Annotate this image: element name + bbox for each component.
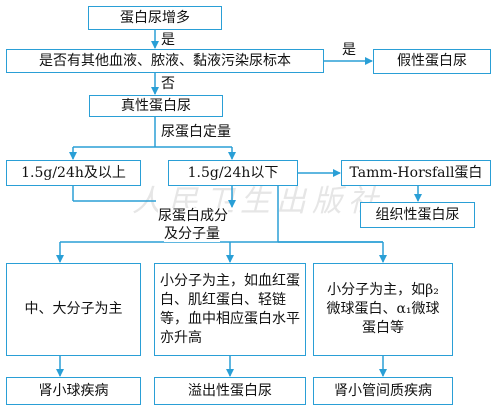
label-composition-line2: 及分子量 — [164, 226, 220, 242]
label-yes-down: 是 — [161, 32, 175, 48]
node-qty-ge: 1.5g/24h及以上 — [6, 160, 141, 186]
node-tissue-proteinuria: 组织性蛋白尿 — [360, 202, 475, 228]
node-true-proteinuria: 真性蛋白尿 — [89, 95, 223, 117]
label-no-down: 否 — [161, 76, 175, 92]
node-contamination-check: 是否有其他血液、脓液、黏液污染尿标本 — [6, 49, 324, 73]
node-false-proteinuria: 假性蛋白尿 — [373, 49, 491, 74]
node-tubulointerstitial-disease: 肾小管间质疾病 — [313, 377, 453, 405]
node-mid-large: 中、大分子为主 — [6, 263, 141, 356]
node-tamm-horsfall: Tamm-Horsfall蛋白 — [341, 160, 491, 186]
label-yes-right: 是 — [342, 42, 356, 58]
node-small-blood: 小分子为主，如血红蛋白、肌红蛋白、轻链等，血中相应蛋白水平亦升高 — [154, 263, 306, 356]
node-small-micro: 小分子为主，如β₂微球蛋白、α₁微球蛋白等 — [313, 263, 453, 356]
node-proteinuria-increase: 蛋白尿增多 — [88, 6, 222, 30]
label-composition-line1: 尿蛋白成分 — [158, 208, 228, 224]
node-overflow-proteinuria: 溢出性蛋白尿 — [154, 377, 306, 405]
label-quantify: 尿蛋白定量 — [161, 124, 231, 140]
node-qty-lt: 1.5g/24h以下 — [168, 160, 298, 186]
node-glomerular-disease: 肾小球疾病 — [6, 377, 141, 405]
